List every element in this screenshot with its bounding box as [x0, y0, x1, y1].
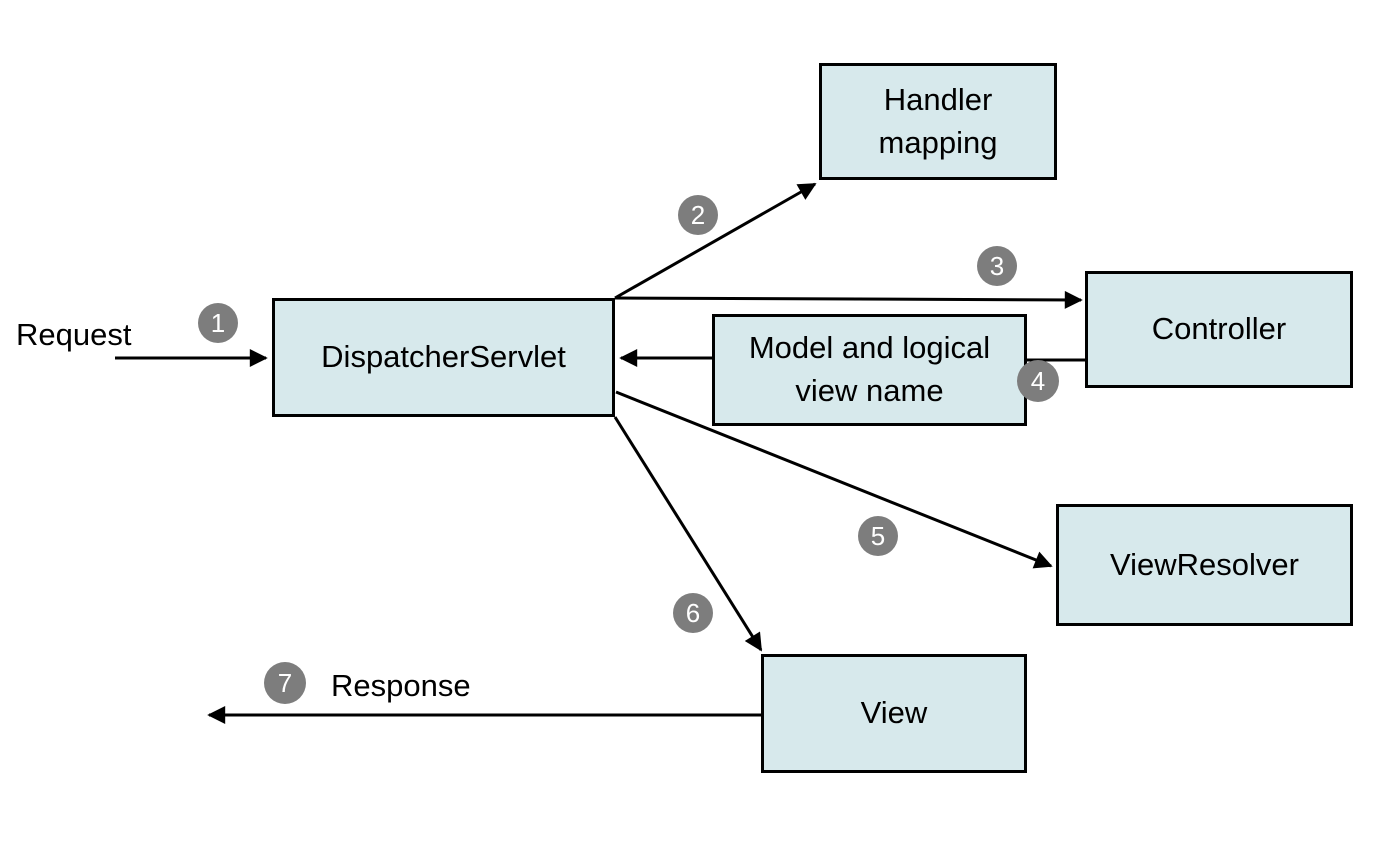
step-badge-5: 5: [858, 516, 898, 556]
response-label: Response: [331, 668, 471, 703]
node-view-label: View: [860, 695, 928, 731]
node-view: View: [761, 654, 1027, 773]
arrow-2-dispatcher-to-handler-mapping: [614, 182, 817, 300]
node-dispatcher-servlet: DispatcherServlet: [272, 298, 615, 417]
node-view-resolver: ViewResolver: [1056, 504, 1353, 626]
step-badge-7: 7: [264, 662, 306, 704]
node-controller-label: Controller: [1151, 311, 1287, 347]
node-model-and-logical-view-name: Model and logical view name: [712, 314, 1027, 426]
node-dispatcher-servlet-label: DispatcherServlet: [321, 339, 566, 375]
node-controller: Controller: [1085, 271, 1353, 388]
step-badge-2: 2: [678, 195, 718, 235]
step-badge-4: 4: [1017, 360, 1059, 402]
step-badge-6: 6: [673, 593, 713, 633]
step-badge-1: 1: [198, 303, 238, 343]
request-label: Request: [16, 317, 132, 352]
arrow-3-dispatcher-to-controller: [614, 290, 1083, 309]
node-handler-mapping-label: Handler mapping: [878, 81, 998, 160]
node-handler-mapping: Handler mapping: [819, 63, 1057, 180]
step-badge-3: 3: [977, 246, 1017, 286]
node-model-and-logical-view-name-label: Model and logical view name: [748, 330, 991, 408]
node-view-resolver-label: ViewResolver: [1110, 546, 1299, 582]
